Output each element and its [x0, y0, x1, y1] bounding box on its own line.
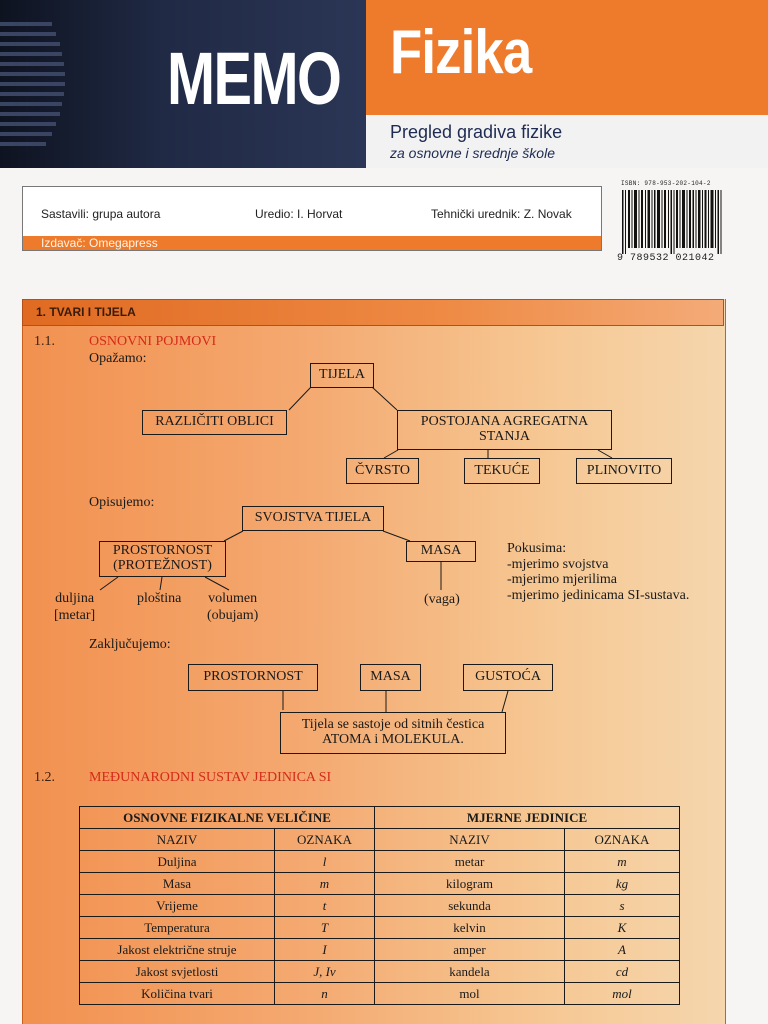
cell-quantity: Vrijeme: [79, 894, 275, 917]
experiments-line: -mjerimo mjerilima: [507, 572, 618, 588]
table-row: Jakost svjetlosti J, Iv kandela cd: [79, 960, 680, 983]
cell-unit-symbol: A: [564, 938, 680, 961]
barcode-number: 9 789532 021042: [617, 253, 715, 264]
length-label: duljina[metar]: [54, 591, 96, 623]
cell-unit-symbol: cd: [564, 960, 680, 983]
cell-unit: kandela: [374, 960, 565, 983]
volume-label: volumen(obujam): [207, 591, 259, 623]
credit-editor: Uredio: I. Horvat: [255, 207, 343, 221]
cell-unit-symbol: kg: [564, 872, 680, 895]
cell-symbol: T: [274, 916, 375, 939]
experiments-list: Pokusima: -mjerimo svojstva -mjerimo mje…: [507, 541, 689, 604]
node-spatiality: PROSTORNOST(PROTEŽNOST): [99, 541, 226, 577]
cell-unit: metar: [374, 850, 565, 873]
cell-quantity: Jakost svjetlosti: [79, 960, 275, 983]
cell-unit: kilogram: [374, 872, 565, 895]
conclude-label: Zaključujemo:: [89, 637, 171, 652]
cell-unit: amper: [374, 938, 565, 961]
cell-quantity: Temperatura: [79, 916, 275, 939]
header-dark-block: MEMO: [0, 0, 366, 168]
subtitle-block: [366, 115, 768, 168]
isbn-text: ISBN: 978-953-202-104-2: [621, 180, 711, 187]
table-row: Vrijeme t sekunda s: [79, 894, 680, 917]
table-row: Duljina l metar m: [79, 850, 680, 873]
node-properties: SVOJSTVA TIJELA: [242, 506, 384, 531]
book-title: Fizika: [390, 18, 532, 87]
node-solid: ČVRSTO: [346, 458, 419, 484]
table-column-header-row: NAZIV OZNAKA NAZIV OZNAKA: [79, 828, 680, 851]
table-row: Masa m kilogram kg: [79, 872, 680, 895]
cell-unit-symbol: mol: [564, 982, 680, 1005]
area-label: ploština: [137, 591, 182, 606]
credit-tech-editor: Tehnički urednik: Z. Novak: [431, 207, 572, 221]
brand-title: MEMO: [167, 37, 342, 120]
cell-unit: mol: [374, 982, 565, 1005]
credit-compiled: Sastavili: grupa autora: [41, 207, 161, 221]
cell-unit: kelvin: [374, 916, 565, 939]
section-bar: [22, 299, 724, 326]
cell-quantity: Količina tvari: [79, 982, 275, 1005]
node-c-density: GUSTOĆA: [463, 664, 553, 691]
header-orange-block: [366, 0, 768, 115]
cell-quantity: Masa: [79, 872, 275, 895]
table-row: Temperatura T kelvin K: [79, 916, 680, 939]
subsection-number-1-2: 1.2.: [34, 770, 55, 785]
cell-quantity: Jakost električne struje: [79, 938, 275, 961]
experiments-line: Pokusima:: [507, 541, 567, 556]
publisher-label: Izdavač: Omegapress: [41, 236, 158, 250]
cell-symbol: m: [274, 872, 375, 895]
barcode-icon: [622, 190, 722, 254]
table-group-header-row: OSNOVNE FIZIKALNE VELIČINE MJERNE JEDINI…: [79, 806, 680, 829]
group-header-units: MJERNE JEDINICE: [374, 806, 680, 829]
cell-symbol: l: [274, 850, 375, 873]
scale-label: (vaga): [424, 592, 460, 607]
stripes-decoration: [0, 22, 65, 146]
cell-unit-symbol: m: [564, 850, 680, 873]
subsection-number-1-1: 1.1.: [34, 334, 55, 349]
subtitle-italic: za osnovne i srednje škole: [390, 145, 555, 161]
node-c-spatiality: PROSTORNOST: [188, 664, 318, 691]
cell-unit-symbol: K: [564, 916, 680, 939]
describe-label: Opisujemo:: [89, 495, 155, 510]
node-bodies: TIJELA: [310, 363, 374, 388]
node-mass: MASA: [406, 541, 476, 562]
experiments-line: -mjerimo jedinicama SI-sustava.: [507, 588, 690, 604]
cell-symbol: t: [274, 894, 375, 917]
node-shapes: RAZLIČITI OBLICI: [142, 410, 287, 435]
credits-box: Sastavili: grupa autora Uredio: I. Horva…: [22, 186, 602, 238]
column-header: OZNAKA: [274, 828, 375, 851]
section-title: 1. TVARI I TIJELA: [36, 305, 136, 319]
observe-label: Opažamo:: [89, 351, 147, 366]
group-header-quantities: OSNOVNE FIZIKALNE VELIČINE: [79, 806, 375, 829]
cell-symbol: n: [274, 982, 375, 1005]
cell-symbol: I: [274, 938, 375, 961]
cell-symbol: J, Iv: [274, 960, 375, 983]
experiments-line: -mjerimo svojstva: [507, 556, 609, 572]
si-units-table: OSNOVNE FIZIKALNE VELIČINE MJERNE JEDINI…: [79, 806, 680, 1005]
subsection-title-1-2: MEĐUNARODNI SUSTAV JEDINICA SI: [89, 770, 332, 785]
node-c-mass: MASA: [360, 664, 421, 691]
table-row: Količina tvari n mol mol: [79, 982, 680, 1005]
node-liquid: TEKUĆE: [464, 458, 540, 484]
node-gas: PLINOVITO: [576, 458, 672, 484]
subtitle: Pregled gradiva fizike: [390, 122, 563, 142]
column-header: OZNAKA: [564, 828, 680, 851]
cell-quantity: Duljina: [79, 850, 275, 873]
subsection-title-1-1: OSNOVNI POJMOVI: [89, 334, 217, 349]
cell-unit: sekunda: [374, 894, 565, 917]
column-header: NAZIV: [79, 828, 275, 851]
table-row: Jakost električne struje I amper A: [79, 938, 680, 961]
publisher-bar: Izdavač: Omegapress: [22, 236, 602, 251]
cell-unit-symbol: s: [564, 894, 680, 917]
column-header: NAZIV: [374, 828, 565, 851]
